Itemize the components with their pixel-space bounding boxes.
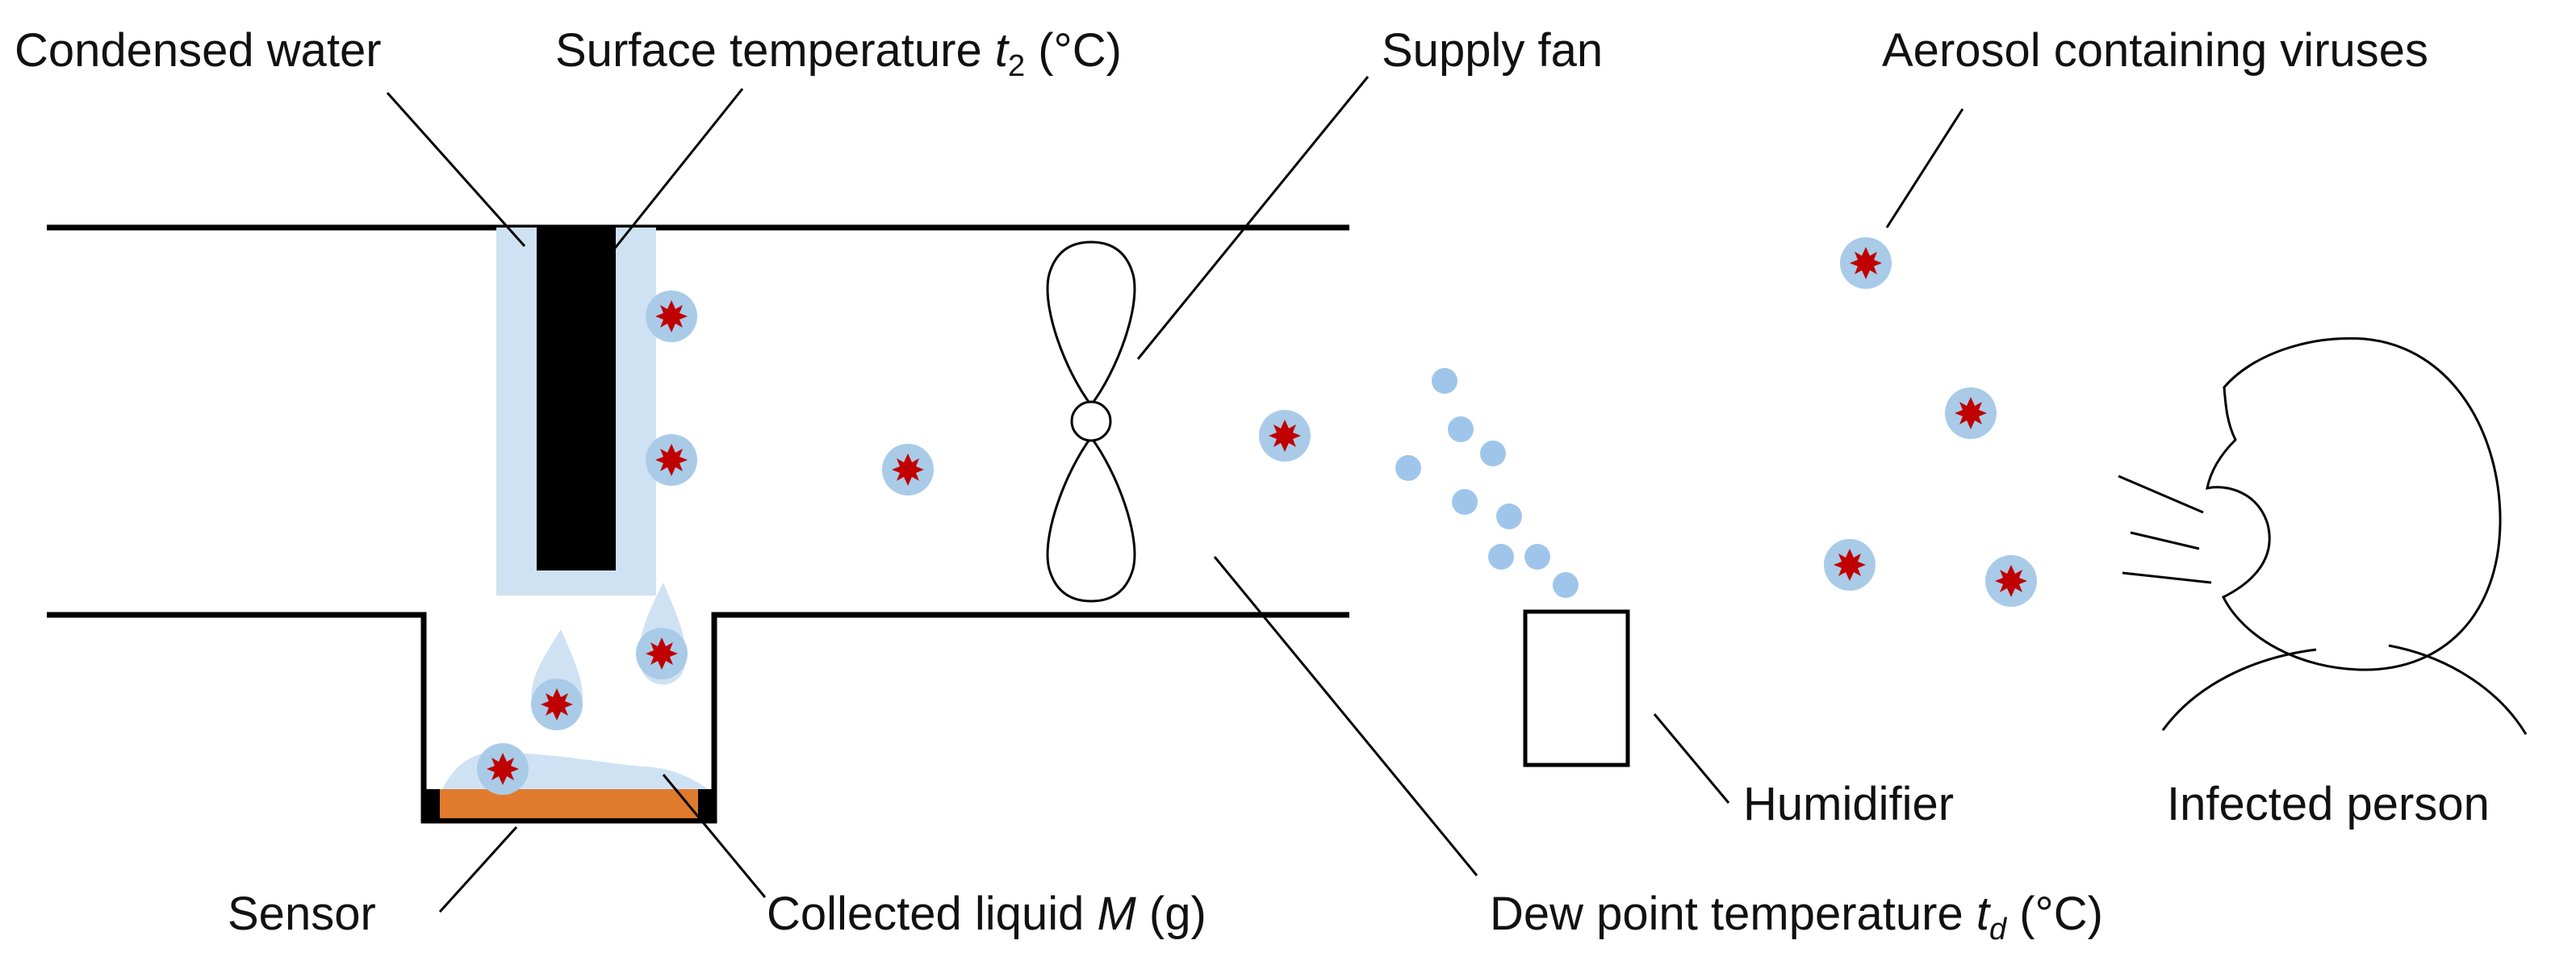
label-aerosol: Aerosol containing viruses [1882, 24, 2428, 77]
duct [47, 224, 1349, 824]
cold-surface [537, 228, 616, 570]
virus-icon [636, 628, 688, 679]
humidifier-mist [1395, 368, 1579, 598]
cooling-probe [496, 228, 656, 596]
duct-bottom-wall [47, 612, 1349, 824]
label-collected-liquid: Collected liquid M (g) [767, 888, 1206, 940]
virus-icon [477, 743, 529, 795]
exhalation-lines [2118, 474, 2212, 584]
virus-icon [1985, 555, 2037, 607]
virus-icon [882, 444, 934, 495]
humidifier-icon [1523, 609, 1630, 767]
sensor-left-edge [424, 789, 440, 818]
virus-icon [1824, 539, 1876, 591]
label-humidifier: Humidifier [1743, 778, 1954, 830]
virus-icon [646, 434, 697, 486]
person-head-icon [2161, 336, 2528, 735]
label-infected-person: Infected person [2167, 778, 2490, 830]
label-sensor: Sensor [228, 888, 376, 940]
label-condensed-water: Condensed water [15, 24, 382, 77]
virus-icon [531, 679, 583, 730]
leader-lines [386, 76, 1964, 913]
label-supply-fan: Supply fan [1382, 24, 1603, 77]
virus-icon [1945, 387, 1997, 439]
sensor-plate [424, 789, 714, 818]
label-dew-point: Dew point temperature td (°C) [1490, 888, 2103, 947]
virus-icon [1840, 237, 1892, 289]
sensor-right-edge [698, 789, 714, 818]
label-surface-temperature: Surface temperature t2 (°C) [555, 24, 1122, 83]
fan-icon [1046, 240, 1136, 603]
virus-icon [646, 290, 697, 342]
virus-icon [1259, 410, 1311, 462]
